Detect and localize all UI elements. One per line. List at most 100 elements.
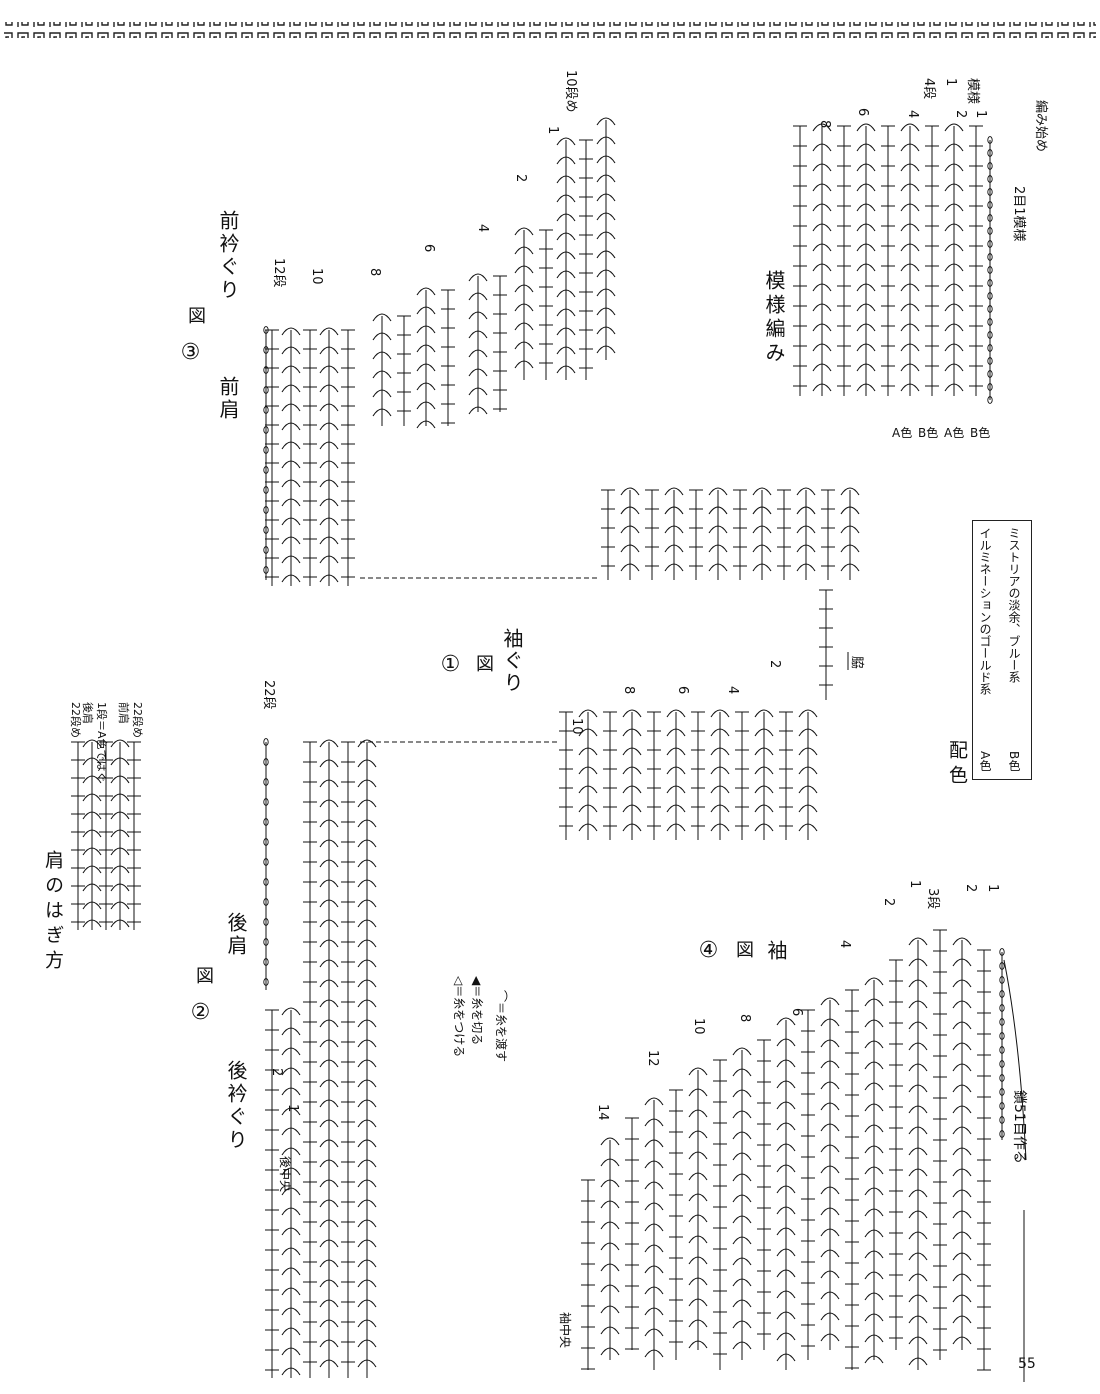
fig4-foundation-chain-chain [999, 1074, 1005, 1082]
pattern-row-shell [856, 203, 876, 212]
fig4-row-shell [908, 1168, 928, 1177]
pattern-row-shell [856, 123, 876, 132]
fig3-row-10: 10 [309, 268, 324, 285]
fig2-row-shell [281, 1347, 301, 1356]
fig1-upper-row-shell [752, 563, 772, 572]
pattern-row-shell [812, 203, 832, 212]
fig4-row-8: 8 [737, 1014, 752, 1023]
fig4-row-shell [952, 1126, 972, 1135]
fig2-chain-top-chain [263, 858, 269, 866]
shoulder-row-shell [82, 865, 102, 874]
fig2-row-shell [357, 919, 377, 928]
shoulder-label-row22-front: 22段め [131, 702, 144, 738]
fig4-row-shell [732, 1194, 752, 1203]
fig1-upper-row-shell [840, 563, 860, 572]
shoulder-row-shell [82, 847, 102, 856]
fig2-row-1: 1 [285, 1104, 300, 1113]
fig2-chain-top-chain [263, 978, 269, 986]
fig1-lower-row-shell [622, 747, 642, 756]
pattern-title: 模様編み [762, 270, 786, 366]
fig3-row-shell [514, 265, 534, 274]
fig4-row-shell [952, 1189, 972, 1198]
fig4-row-shell [776, 1269, 796, 1278]
pattern-chain-chain [987, 305, 993, 313]
fig2-row-shell [319, 1319, 339, 1328]
pattern-row-shell [944, 163, 964, 172]
fig1-upper-row-shell [840, 506, 860, 515]
shoulder-row-shell [110, 883, 130, 892]
fig4-foundation-chain-chain [999, 1046, 1005, 1054]
fig4-row-shell [644, 1223, 664, 1232]
fig3-row-shell [596, 193, 616, 202]
fig4-row-shell [820, 1186, 840, 1195]
fig1-lower-row-shell [754, 766, 774, 775]
fig1-upper-row-shell [664, 544, 684, 553]
fig4-row-shell [908, 1063, 928, 1072]
pattern-start: 編み始め [1033, 100, 1048, 153]
fig2-chain-top-chain [263, 938, 269, 946]
fig2-row-shell [357, 959, 377, 968]
pattern-row-shell [900, 283, 920, 292]
pattern-row-shell [856, 143, 876, 152]
fig3-row-shell [416, 325, 436, 334]
fig4-row-shell [776, 1248, 796, 1257]
fig3-row-shell [556, 137, 576, 146]
fig3-row-shell [514, 303, 534, 312]
pattern-chain-chain [987, 357, 993, 365]
fig4-row-shell [688, 1088, 708, 1097]
fig2-row-shell [281, 1047, 301, 1056]
fig1-upper-row-shell [796, 544, 816, 553]
fig3-row-shell [372, 370, 392, 379]
fig3-row-shell [281, 365, 301, 374]
fig3-row-shell [596, 136, 616, 145]
pattern-row-shell [944, 283, 964, 292]
pattern-chain-chain [987, 149, 993, 157]
fig4-row-shell [864, 1124, 884, 1133]
pattern-chain-chain [987, 136, 993, 144]
symbol-attach: ◁＝糸をつける [452, 976, 466, 1058]
fig1-lower-row-shell [710, 728, 730, 737]
fig4-row-shell [776, 1059, 796, 1068]
fig2-row-shell [281, 1267, 301, 1276]
fig3-row-shell [281, 384, 301, 393]
color-table-val-b: ミストリアの淡余、ブルー系 [1007, 527, 1021, 683]
fig2-row-shell [319, 859, 339, 868]
fig1-row-8: 8 [621, 686, 636, 695]
fig4-row-shell [732, 1278, 752, 1287]
fig4-row-shell [908, 937, 928, 946]
fig3-row-shell [468, 368, 488, 377]
fig3-row-shell [319, 517, 339, 526]
fig3-row-shell [372, 389, 392, 398]
fig3-row-shell [556, 327, 576, 336]
fig2-row-shell [357, 879, 377, 888]
pattern-row-shell [900, 383, 920, 392]
fig4-foundation-chain-chain [999, 1102, 1005, 1110]
fig2-row-shell [281, 1107, 301, 1116]
fig4-row-3: 3段 [925, 888, 940, 910]
fig4-row-shell [952, 1294, 972, 1303]
fig3-row-shell [372, 332, 392, 341]
fig4-row-shell [908, 979, 928, 988]
fig1-upper-row-shell [752, 506, 772, 515]
carry-yarn-icon: ⌒ [494, 990, 508, 1003]
fig3-chain-top-chain [263, 546, 269, 554]
fig1-lower-row-shell [798, 804, 818, 813]
fig4-row-shell [820, 1144, 840, 1153]
pattern-row-shell [900, 143, 920, 152]
fig1-lower-row-shell [798, 785, 818, 794]
fig4-row-shell [688, 1277, 708, 1286]
fig2-row-shell [357, 1259, 377, 1268]
fig2-row-shell [281, 1207, 301, 1216]
fig4-row-shell [776, 1185, 796, 1194]
fig1-upper-row-shell [796, 525, 816, 534]
fig1-number: ① [438, 652, 463, 677]
fig1-lower-row-shell [666, 785, 686, 794]
fig3-row-shell [319, 365, 339, 374]
fig4-row-shell [732, 1047, 752, 1056]
fig4-row-shell [864, 1292, 884, 1301]
fig4-row-shell [688, 1172, 708, 1181]
fig1-upper-row-shell [708, 563, 728, 572]
fig3-row-shell [319, 479, 339, 488]
fig4-row-shell [732, 1110, 752, 1119]
fig3-row-shell [281, 441, 301, 450]
